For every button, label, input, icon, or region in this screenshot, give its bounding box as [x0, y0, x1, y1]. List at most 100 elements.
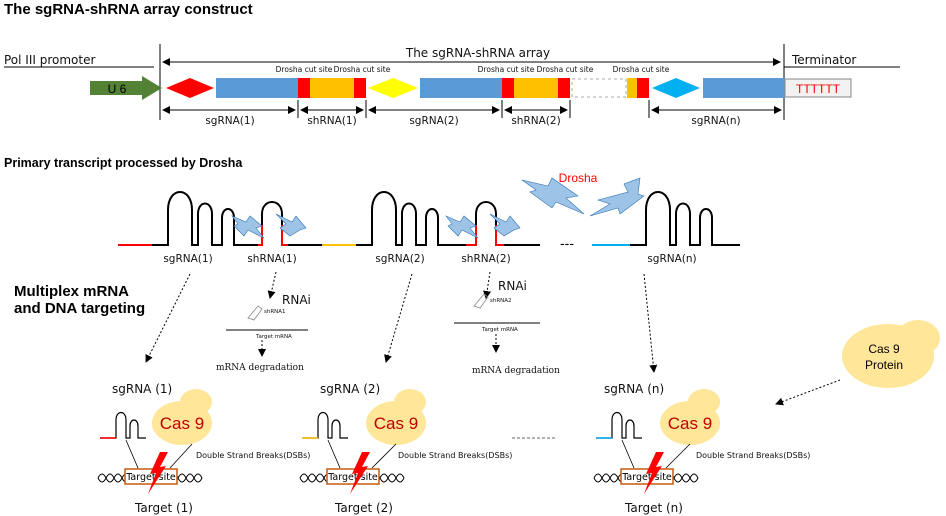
- dsb-label-1: Double Strand Breaks(DSBs): [196, 451, 310, 460]
- cas9-body-1: [152, 401, 212, 445]
- shrna1-cut-left: [258, 225, 263, 246]
- target-site-label-n: Target site: [621, 472, 672, 483]
- target-site-box-n: [620, 468, 674, 485]
- transcript-label-sgrna1: sgRNA(1): [163, 253, 212, 265]
- rnai-label-2: RNAi: [498, 279, 527, 293]
- construct-heading: The sgRNA-shRNA array construct: [4, 1, 253, 18]
- segment-label-shrna2: shRNA(2): [511, 115, 560, 127]
- segment-ticks: [297, 100, 650, 118]
- transcript-label-shrna1: shRNA(1): [247, 253, 296, 265]
- shrna-1-block: [310, 78, 354, 98]
- target-group-1: sgRNA (1) Cas 9 Target site Double Stran…: [97, 382, 310, 515]
- terminator-seq: TTTTTT: [796, 82, 841, 96]
- cas9-protein-label-2: Protein: [865, 358, 903, 372]
- guide-connector-n: [621, 439, 635, 469]
- drosha-bolt-2a: [445, 215, 479, 239]
- cas9-label-1: Cas 9: [160, 414, 204, 433]
- scaffold-2-block: [420, 78, 502, 98]
- shrna1-cut-right: [281, 225, 288, 246]
- mrna-degradation-2: mRNA degradation: [472, 366, 560, 376]
- target-label-2: Target (2): [334, 501, 393, 515]
- scaffold-n-block: [703, 78, 785, 98]
- shrna2-cut-left: [466, 225, 477, 246]
- drosha-bolt-big-1: [521, 177, 585, 215]
- repeat-gap: [571, 78, 627, 98]
- arrow-sgrnan-down: [643, 273, 658, 373]
- drosha-bolts: [231, 177, 645, 239]
- dsb-label-n: Double Strand Breaks(DSBs): [696, 451, 810, 460]
- target-site-box-1: [124, 468, 178, 485]
- transcript-label-sgrnan: sgRNA(n): [647, 253, 696, 265]
- terminator-block: [784, 78, 852, 98]
- multiplex-heading-1: Multiplex mRNA: [14, 283, 129, 300]
- drosha-bolt-1b: [275, 213, 307, 237]
- dsb-label-2: Double Strand Breaks(DSBs): [398, 451, 512, 460]
- drosha-bolt-2b: [489, 213, 521, 237]
- transcript-shrna2-hairpin: [462, 201, 540, 246]
- drosha-site-n: [637, 78, 649, 98]
- u6-label: U 6: [108, 82, 127, 96]
- guide-connector-1: [125, 439, 139, 469]
- terminator-label: Terminator: [791, 53, 856, 67]
- cas9-protein-blob: [842, 320, 940, 388]
- target-site-label-2: Target site: [327, 472, 378, 483]
- arrow-shrna2-down: [483, 271, 492, 299]
- target-site-label-1: Target site: [125, 472, 176, 483]
- arrow-sgrna2-down: [384, 273, 413, 363]
- arrow-sgrna1-down: [145, 273, 191, 363]
- shrna-2-block: [514, 78, 558, 98]
- guide-hairpin-1: [100, 411, 146, 439]
- shrna-n-block: [627, 78, 637, 98]
- cas9-body-n: [660, 401, 720, 445]
- target-mrna-label-2: Target mRNA: [481, 327, 518, 333]
- cas9-label-2: Cas 9: [374, 414, 418, 433]
- segment-label-shrna1: shRNA(1): [307, 115, 356, 127]
- primary-heading: Primary transcript processed by Drosha: [4, 156, 243, 170]
- multiplex-heading-2: and DNA targeting: [14, 300, 145, 317]
- arrow-cas9-protein: [775, 379, 841, 406]
- dsb-bolt-2: [350, 452, 370, 494]
- spacer-1-diamond: [166, 78, 214, 98]
- target-mrna-label-1: Target mRNA: [255, 334, 292, 340]
- drosha-label: Drosha: [559, 171, 598, 185]
- target-label-1: Target (1): [134, 501, 193, 515]
- guide-hairpin-2: [302, 411, 348, 439]
- transcript-label-sgrna2: sgRNA(2): [375, 253, 424, 265]
- drosha-site-2b: [558, 78, 570, 98]
- arrow-shrna1-down: [267, 271, 277, 299]
- cas9-connector-2: [371, 443, 397, 469]
- transcript-ellipsis: ---: [560, 235, 574, 251]
- cas9-connector-n: [665, 443, 691, 469]
- scaffold-1-block: [216, 78, 298, 98]
- sgrna-label-2: sgRNA (2): [320, 382, 380, 396]
- drosha-cut-label-4: Drosha cut site: [537, 65, 594, 74]
- drosha-site-2a: [502, 78, 514, 98]
- target-group-n: sgRNA (n) Cas 9 Target site Double Stran…: [593, 382, 810, 515]
- transcript-sgrna2-hairpin: [356, 191, 462, 246]
- array-label: The sgRNA-shRNA array: [405, 46, 550, 60]
- segment-label-sgrna2: sgRNA(2): [409, 115, 458, 127]
- drosha-cut-label-2: Drosha cut site: [334, 65, 391, 74]
- shrna2-small-label: shRNA2: [490, 298, 512, 304]
- guide-connector-2: [327, 439, 341, 469]
- segment-label-sgrnan: sgRNA(n): [691, 115, 740, 127]
- segment-label-sgrna1: sgRNA(1): [205, 115, 254, 127]
- sgrna-label-n: sgRNA (n): [604, 382, 664, 396]
- drosha-cut-label-3: Drosha cut site: [478, 65, 535, 74]
- drosha-site-1b: [354, 78, 366, 98]
- sgrna-label-1: sgRNA (1): [112, 382, 172, 396]
- u6-promoter-arrow: [90, 76, 162, 100]
- cas9-body-2: [366, 401, 426, 445]
- shrna2-duplex-icon: [473, 293, 489, 309]
- dsb-bolt-1: [148, 452, 168, 494]
- cas9-connector-1: [169, 443, 193, 469]
- shrna2-cut-right: [495, 225, 504, 246]
- spacer-n-diamond: [652, 78, 700, 98]
- cas9-protein-label-1: Cas 9: [868, 342, 900, 356]
- shrna1-small-label: shRNA1: [264, 309, 286, 315]
- transcript-shrna1-hairpin: [258, 201, 322, 246]
- transcript-sgrna1-hairpin: [152, 191, 258, 246]
- drosha-bolt-1a: [231, 215, 265, 239]
- drosha-bolt-big-2: [589, 177, 645, 217]
